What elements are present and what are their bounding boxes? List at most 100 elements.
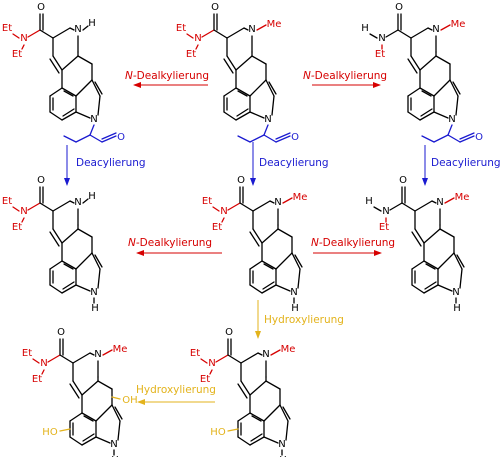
bond (414, 200, 433, 212)
bond (63, 135, 77, 143)
ethyl-group: Et (12, 222, 22, 233)
bond (61, 284, 77, 294)
bond (201, 29, 215, 38)
bond (75, 252, 93, 270)
bond (439, 228, 455, 238)
bond (69, 436, 83, 446)
deacylation-label: Deacylierung (431, 157, 500, 169)
bond (419, 87, 435, 97)
bond (209, 369, 213, 375)
bond (95, 404, 113, 422)
ethyl-group: Et (379, 222, 389, 233)
ethyl-group: Et (202, 196, 212, 207)
bond (213, 29, 228, 39)
bond (69, 27, 75, 31)
bond (433, 111, 449, 119)
bond (419, 55, 437, 71)
bond (47, 354, 61, 363)
bond (240, 380, 251, 396)
bond (227, 354, 242, 364)
methyl-group: Me (293, 192, 308, 203)
bond (279, 404, 289, 422)
bond (61, 55, 79, 71)
bond (433, 79, 451, 97)
ethyl-group: Et (190, 348, 200, 359)
bond (425, 263, 436, 270)
bond (61, 260, 77, 270)
bond (69, 412, 83, 422)
arrow-deacylation-right: Deacylierung (422, 145, 500, 186)
bond (237, 383, 248, 399)
bond (437, 252, 455, 270)
oxygen-atom: O (395, 2, 403, 13)
indole-nitrogen: N (264, 114, 271, 125)
indole-nitrogen: N (90, 287, 97, 298)
ethyl-group: Et (12, 49, 22, 60)
indole-nitrogen: N (452, 287, 459, 298)
indole-nitrogen: N (278, 439, 285, 450)
bond (223, 87, 237, 97)
bond (235, 55, 253, 71)
arrow-deacylation-left: Deacylierung (64, 145, 146, 186)
bond (243, 27, 249, 31)
bond (237, 135, 251, 143)
svg-text:N-Dealkylierung: N-Dealkylierung (125, 70, 209, 82)
indole-nitrogen: N (110, 439, 117, 450)
dealkylation-label: Dealkylierung (140, 237, 212, 249)
bond (261, 284, 277, 294)
bond (414, 228, 425, 244)
bond (81, 412, 97, 422)
bond (114, 406, 123, 420)
bond (237, 436, 251, 446)
bond (407, 111, 421, 121)
bond (52, 27, 71, 39)
bond (291, 252, 301, 270)
indole-nitrogen: N (90, 114, 97, 125)
bond (39, 29, 54, 39)
bond (282, 406, 291, 420)
bond (69, 383, 80, 399)
methyl-group: Me (267, 19, 282, 30)
bond (435, 55, 451, 65)
bond (275, 135, 291, 143)
indole-nitrogen: N (290, 287, 297, 298)
bond (252, 200, 271, 212)
oxygen-atom: O (37, 2, 45, 13)
n-prefix: N- (125, 70, 137, 82)
bond (265, 79, 275, 97)
bond (186, 33, 194, 39)
bond (61, 111, 77, 121)
arrow-hydroxylation-down: Hydroxylierung (255, 300, 344, 339)
bond (459, 135, 475, 143)
ring-nitrogen: N (274, 197, 281, 208)
bond (62, 281, 75, 290)
bond (410, 27, 429, 39)
bond (236, 108, 249, 117)
ring-nitrogen: N (436, 197, 443, 208)
bond (97, 268, 101, 289)
hydroxylation-label: Hydroxylierung (264, 314, 344, 326)
bond (249, 284, 263, 294)
bond (268, 81, 277, 95)
bond (249, 79, 267, 97)
bond (294, 254, 303, 268)
bond (423, 284, 439, 294)
amide-nitrogen: N (20, 33, 27, 44)
hydrogen-atom: H (279, 455, 287, 457)
bond (271, 95, 275, 116)
ring-nitrogen: N (94, 349, 101, 360)
bond (389, 202, 403, 211)
arrow-deacylation-middle: Deacylierung (250, 142, 329, 186)
bond (407, 87, 421, 97)
bond (411, 231, 422, 247)
bond (235, 111, 251, 121)
hydroxyl-group: HO (42, 427, 58, 438)
bond (82, 433, 95, 442)
bond (249, 260, 263, 270)
ring-nitrogen: N (74, 24, 81, 35)
oxygen-atom: O (211, 2, 219, 13)
arrow-hydroxylation-left: Hydroxylierung (136, 384, 216, 405)
bond (261, 260, 277, 270)
